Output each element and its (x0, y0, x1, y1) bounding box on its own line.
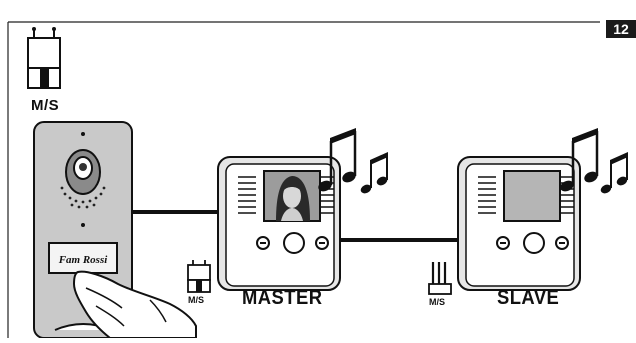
jumper-label-top: M/S (31, 97, 59, 114)
master-monitor (218, 157, 340, 290)
nameplate-label: Fam Rossi (50, 254, 116, 266)
jumper-label-slave: M/S (429, 297, 445, 307)
jumper-module-icon (28, 27, 60, 88)
slave-monitor (458, 157, 580, 290)
jumper-module-icon (429, 262, 451, 294)
master-label: MASTER (242, 287, 322, 310)
figure-number-badge: 12 (606, 20, 636, 38)
jumper-module-icon (188, 260, 210, 292)
jumper-label-master: M/S (188, 295, 204, 305)
slave-label: SLAVE (497, 287, 559, 310)
